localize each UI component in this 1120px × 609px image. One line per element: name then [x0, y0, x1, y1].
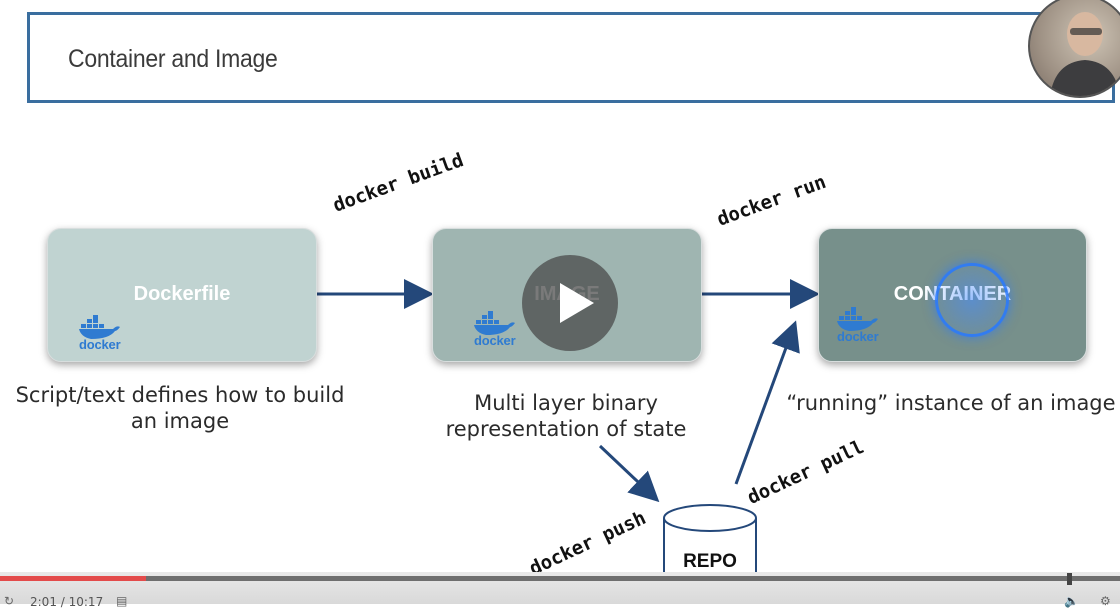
dockerfile-box: Dockerfile docker — [47, 228, 317, 362]
progress-scrubber-handle[interactable] — [1067, 573, 1072, 585]
repo-label: REPO — [683, 551, 737, 572]
cursor-highlight — [935, 263, 1009, 337]
docker-logo-text: docker — [79, 337, 121, 352]
arrow-push — [598, 444, 660, 503]
settings-icon[interactable]: ⚙ — [1100, 594, 1111, 608]
progress-fill — [0, 576, 146, 581]
slide-title-box: Container and Image — [27, 12, 1115, 103]
docker-logo-text: docker — [474, 333, 516, 348]
play-button[interactable] — [522, 255, 618, 351]
docker-whale-icon: docker — [79, 315, 129, 355]
container-box: CONTAINER docker — [818, 228, 1087, 362]
dockerfile-label: Dockerfile — [133, 283, 231, 305]
docker-whale-icon: docker — [474, 311, 524, 351]
progress-track[interactable] — [0, 576, 1120, 581]
docker-logo-text: docker — [837, 329, 879, 344]
replay-icon[interactable]: ↻ — [4, 594, 15, 608]
time-display: 2:01 / 10:17 — [30, 595, 104, 609]
image-caption-line2: representation of state — [445, 417, 687, 441]
play-icon — [560, 283, 594, 323]
arrow-pull — [734, 320, 800, 485]
container-caption-line1: “running” instance of an image — [786, 391, 1116, 415]
dockerfile-caption-line1: Script/text defines how to build — [15, 383, 345, 407]
presenter-avatar — [1028, 0, 1120, 98]
captions-icon[interactable]: ▤ — [116, 594, 128, 608]
docker-whale-icon: docker — [837, 307, 887, 347]
image-caption: Multi layer binary representation of sta… — [426, 390, 706, 442]
slide-title: Container and Image — [68, 45, 278, 73]
dockerfile-caption: Script/text defines how to build an imag… — [10, 382, 350, 434]
volume-icon[interactable]: 🔈 — [1064, 594, 1079, 608]
presenter-figure — [1050, 12, 1120, 96]
container-caption: “running” instance of an image — [782, 390, 1120, 416]
image-caption-line1: Multi layer binary — [474, 391, 658, 415]
dockerfile-caption-line2: an image — [130, 409, 230, 433]
